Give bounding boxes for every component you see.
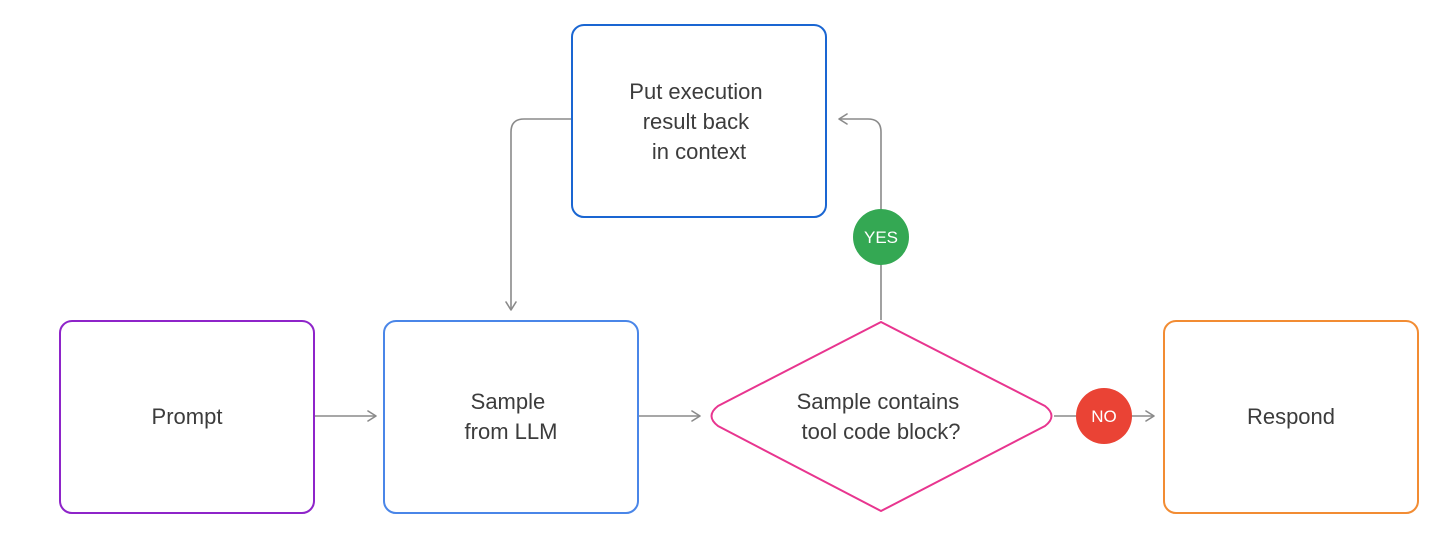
arrow-decision-to-put-back <box>838 113 882 320</box>
respond-label: Respond <box>1247 404 1335 429</box>
sample-label: Sample from LLM <box>465 389 558 444</box>
prompt-box <box>59 320 315 514</box>
node-respond: Respond <box>1163 320 1419 514</box>
decision-label: Sample contains tool code block? <box>797 389 966 444</box>
arrow-put-back-to-sample <box>505 118 571 311</box>
node-decision: Sample contains tool code block? <box>710 321 1053 512</box>
yes-badge-label: YES <box>864 228 898 247</box>
prompt-label: Prompt <box>152 404 223 429</box>
node-prompt: Prompt <box>59 320 315 514</box>
decision-diamond <box>710 321 1053 512</box>
put-back-box <box>571 24 827 218</box>
node-put-execution-result-back: Put execution result back in context <box>571 24 827 218</box>
sample-box <box>383 320 639 514</box>
respond-box <box>1163 320 1419 514</box>
yes-badge: YES <box>853 209 909 265</box>
no-badge: NO <box>1076 388 1132 444</box>
no-badge-circle <box>1076 388 1132 444</box>
put-back-label: Put execution result back in context <box>629 79 768 164</box>
node-sample-from-llm: Sample from LLM <box>383 320 639 514</box>
yes-badge-circle <box>853 209 909 265</box>
no-badge-label: NO <box>1091 407 1117 426</box>
